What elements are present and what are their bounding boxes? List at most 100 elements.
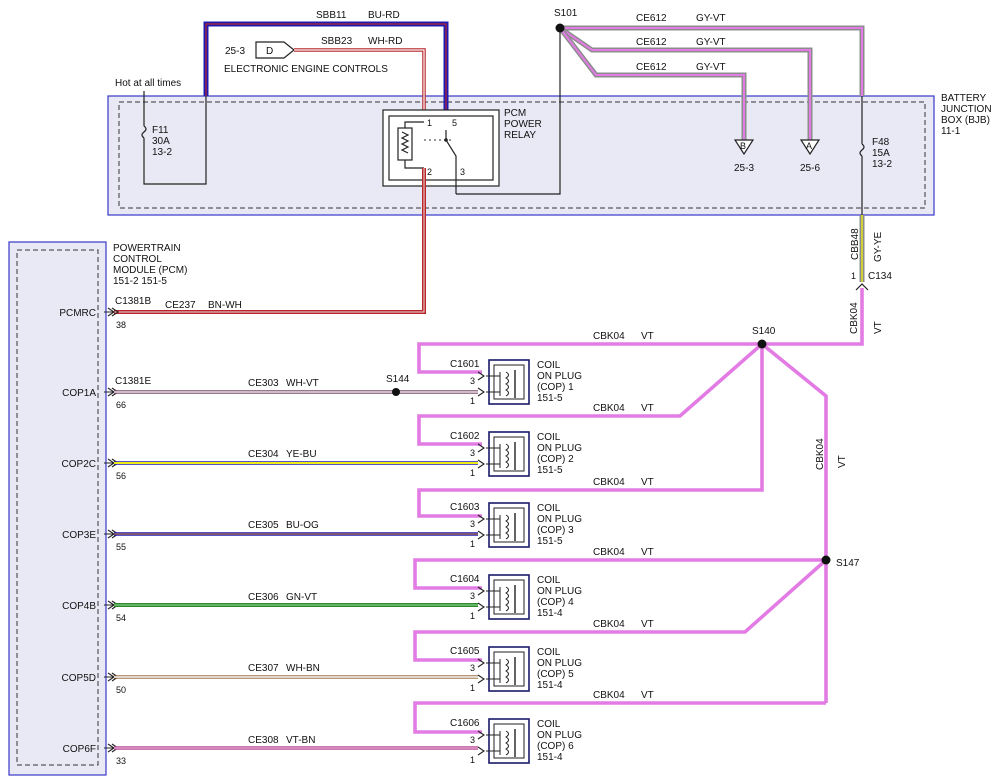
f48-label: F48 [872,137,890,148]
coil-name-line-2: ON PLUG [537,443,582,454]
coil-pin-3: 3 [470,663,475,673]
coil-inner [493,436,525,472]
sbb11-color: BU-RD [368,10,400,21]
coil-connector-icon [477,371,485,397]
ce612-to-f48-stripe [560,27,863,96]
splice-s147 [821,555,831,565]
battery-junction-box: BATTERY JUNCTION BOX (BJB) 11-1 [107,93,992,216]
pcm-outline [8,241,107,776]
coil-leads [486,444,501,468]
coil-name-line-4: 151-5 [537,536,563,547]
wire-sbb23-stripe [294,49,425,120]
coil-connector-icon [477,443,485,469]
ce237-color: BN-WH [208,300,242,311]
cbk04-label-1: CBK04 [593,331,625,342]
pcm-pin-number-50: 50 [116,685,126,695]
coil-connector-icon [477,514,485,540]
f11-output-wire [143,91,207,185]
coil-name-line-4: 151-4 [537,752,563,763]
coil-leads [486,731,501,755]
cbk04-to-cop6 [413,701,826,734]
pcm-pin-rows: PCMRC38COP1A66COP2C56COP3E55COP4B54COP5D… [59,307,126,766]
bjb-outline [107,95,935,216]
pcm-name-1: POWERTRAIN [113,243,181,254]
wire-sbb11-red-stripe [205,23,447,126]
c134-pin: 1 [851,271,856,281]
coil-name-line-2: ON PLUG [537,658,582,669]
coil-leads [486,659,501,683]
coil-leads [486,515,501,539]
cbk04-color-2: VT [641,403,654,414]
coil-name-line-3: (COP) 6 [537,741,574,752]
f48-ref: 13-2 [872,159,892,170]
coil-winding-icon [505,730,509,756]
coil-name-line-4: 151-4 [537,680,563,691]
splice-s144 [392,388,400,396]
bjb-name-2: JUNCTION [941,104,992,115]
wires-ce612: S101 CE612 GY-VT CE612 GY-VT CE612 GY-VT [554,8,865,140]
ce612-circuit-2: CE612 [636,37,667,48]
f11-ref: 13-2 [152,147,172,158]
cbk04-label-5: CBK04 [593,619,625,630]
coil-winding-icon [505,371,509,397]
coil-pin-3: 3 [470,448,475,458]
relay-pin-3: 3 [460,167,465,177]
coil-pin-1: 1 [470,755,475,765]
cbk04-color-5: VT [641,619,654,630]
pcm-connector-c1381b: C1381B [115,296,151,307]
s147-label: S147 [836,558,860,569]
ce237-circuit: CE237 [165,300,196,311]
wire-ce237-stripe [114,168,425,313]
cbk04-to-cop5 [413,558,828,662]
connector-b-ref: 25-3 [734,163,754,174]
relay-pin-2: 2 [427,167,432,177]
coil-inner [493,651,525,687]
coil-inner [493,723,525,759]
coil-leads [486,372,501,396]
cbk04-to-cop4 [413,558,826,590]
cbb48-color: GY-YE [873,231,884,262]
cbk04-to-cop3 [417,344,764,518]
ce612-circuit-1: CE612 [636,13,667,24]
eec-label: ELECTRONIC ENGINE CONTROLS [224,64,388,75]
pcm-pin-number-56: 56 [116,471,126,481]
f48-amps: 15A [872,148,890,159]
wire-ce237: CE237 BN-WH [114,168,426,314]
fuse-f48-icon [859,143,865,157]
coil-name-line-1: COIL [537,360,561,371]
bjb-connector-a: A 25-6 [799,139,820,174]
ce612-color-2: GY-VT [696,37,726,48]
cbk04-feed [762,288,864,346]
coil-connector-label: C1604 [450,574,480,585]
cbk04-color-4: VT [641,547,654,558]
coil-name-line-3: (COP) 1 [537,382,574,393]
cbk04-color-3: VT [641,477,654,488]
ce303-color: WH-VT [286,378,319,389]
f11-label: F11 [152,125,169,136]
ce612-to-a-stripe [559,27,811,140]
fuse-f48-group: F48 15A 13-2 [859,96,892,215]
coil-name-line-3: (COP) 4 [537,597,574,608]
coil-name-line-2: ON PLUG [537,586,582,597]
pcm-pin-label-pcmrc: PCMRC [59,308,96,319]
ce306-circuit: CE306 [248,592,279,603]
cbk04-color-6: VT [641,690,654,701]
relay-coil-icon [397,127,413,161]
eec-connector-group: 25-3 D ELECTRONIC ENGINE CONTROLS SBB23 … [224,36,426,120]
pcm-pin-number-33: 33 [116,756,126,766]
coil-pin-3: 3 [470,735,475,745]
coil-name-line-1: COIL [537,719,561,730]
cbb48-circuit: CBB48 [850,228,861,260]
connector-b-triangle-icon [733,139,755,156]
cbk04-label-2: CBK04 [593,403,625,414]
connector-a-letter: A [806,141,812,151]
cbk04-label-4: CBK04 [593,547,625,558]
signal-wires: S144 CE303 WH-VT CE304 YE-BU CE305 BU-OG… [114,374,478,750]
relay-pin-5: 5 [452,118,457,128]
pcm-module: POWERTRAIN CONTROL MODULE (PCM) 151-2 15… [8,241,187,776]
ce612-to-b-stripe [559,27,745,140]
